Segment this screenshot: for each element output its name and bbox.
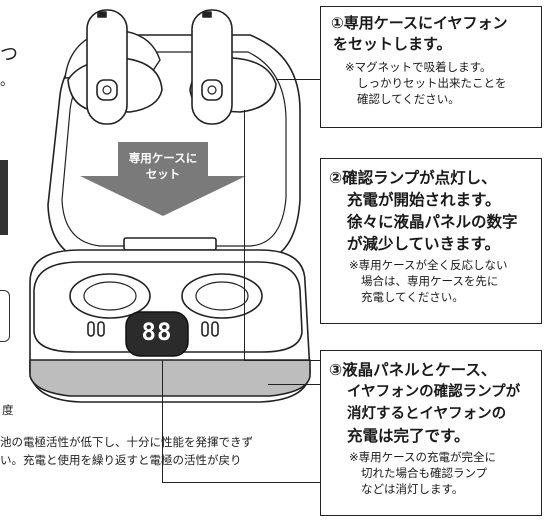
left-fragment-text-1: つ (0, 44, 18, 65)
display-digits: 88 (141, 318, 173, 346)
step-2-note-line-3: 充電してください。 (361, 290, 464, 304)
leader-line-2a (244, 110, 245, 360)
step-3-note-line-1: ※専用ケースの充電が完全に (349, 450, 497, 464)
step-2-note-line-2: 場合は、専用ケースを先に (361, 274, 499, 288)
led-display (125, 311, 189, 357)
left-fragment-box-1 (0, 160, 8, 235)
step-1-note-line-3: 確認してください。 (357, 92, 460, 106)
direction-arrow (80, 142, 246, 216)
step-3-note-line-2: 切れた場合も確認ランプ (361, 466, 488, 480)
step-3-box: ③液晶パネルとケース、 イヤフォンの確認ランプが 消灯するとイヤフォンの 充電は… (320, 350, 542, 516)
step-3-title-line-1: ③液晶パネルとケース、 (329, 361, 497, 379)
step-1-title-line-1: ①専用ケースにイヤフォン (331, 14, 508, 32)
step-1-title-line-2: をセットします。 (333, 35, 452, 53)
step-1-box: ①専用ケースにイヤフォン をセットします。 ※マグネットで吸着します。 しっかり… (320, 6, 542, 128)
step-3-title-line-2: イヤフォンの確認ランプが (347, 384, 521, 400)
arrow-label-line-2: セット (145, 167, 181, 181)
step-2-box: ②確認ランプが点灯し、 充電が開始されます。 徐々に液晶パネルの数字 が減少して… (320, 158, 542, 324)
step-1-note-line-2: しっかりセット出来たことを (357, 76, 507, 90)
bottom-text-line-1: 池の電極活性が低下し、十分に性能を発揮できず (0, 435, 253, 449)
arrow-label-line-1: 専用ケースに (128, 151, 198, 165)
step-2-title-line-2: 充電が開始されます。 (347, 191, 501, 209)
leader-line-2b (244, 360, 320, 361)
leader-line-1 (276, 79, 320, 80)
step-2-title-line-3: 徐々に液晶パネルの数字 (347, 213, 518, 231)
step-3-title-line-3: 消灯するとイヤフォンの (347, 406, 507, 422)
step-2-title-line-1: ②確認ランプが点灯し、 (329, 169, 497, 187)
left-fragment-box-2 (0, 290, 10, 342)
left-fragment-text-3: 度 (2, 403, 14, 417)
left-fragment-text-2: 。 (0, 73, 14, 89)
arrow-label: 専用ケースに セット (108, 150, 218, 182)
step-2-title-line-4: が減少していきます。 (347, 235, 500, 253)
step-2-note-line-1: ※専用ケースが全く反応しない (349, 258, 508, 272)
step-1-note-line-1: ※マグネットで吸着します。 (345, 60, 492, 74)
leader-line-3a (162, 360, 163, 482)
step-3-title-line-4: 充電は完了です。 (347, 427, 470, 445)
bottom-text-line-2: い。充電と使用を繰り返すと電極の活性が戻り (0, 453, 242, 467)
step-3-note-line-3: などは消灯します。 (361, 482, 464, 496)
leader-line-3c (268, 384, 320, 385)
leader-line-3b (162, 482, 320, 483)
